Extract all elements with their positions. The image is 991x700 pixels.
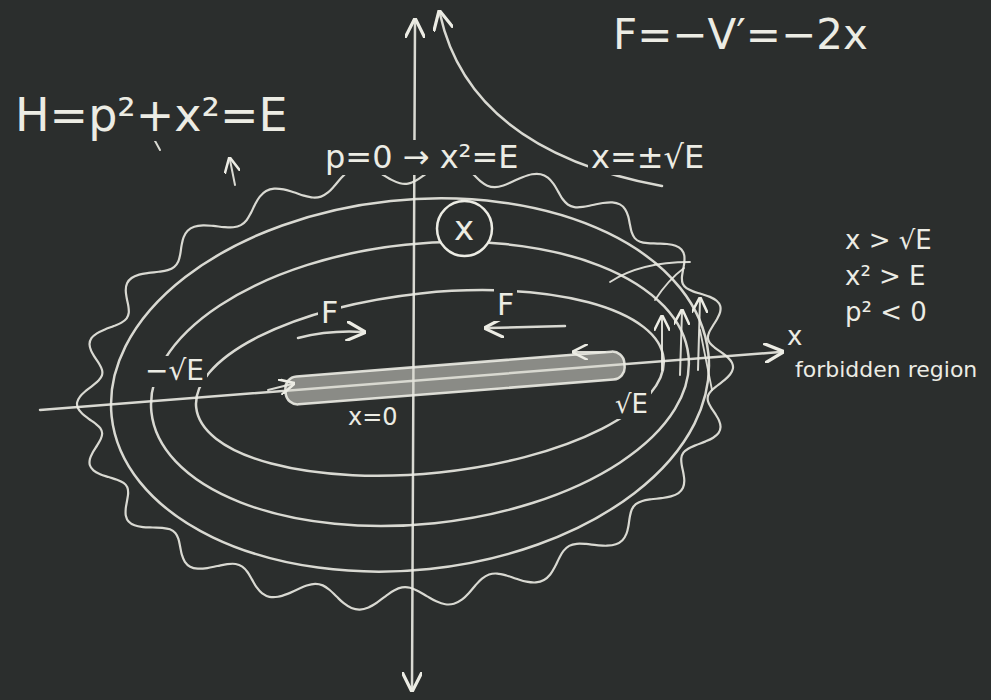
velocity-arrow bbox=[680, 312, 682, 375]
chalk-label: F bbox=[318, 296, 341, 329]
chalk-label: x bbox=[784, 322, 805, 351]
circled-symbol: x bbox=[435, 199, 494, 258]
chalk-label: x=±√E bbox=[588, 140, 707, 175]
chalk-label: forbidden region bbox=[792, 358, 980, 382]
chalk-label: F bbox=[494, 288, 517, 321]
orbit bbox=[137, 216, 703, 551]
chalk-label: x > √E bbox=[842, 226, 935, 255]
chalk-label: −√E bbox=[142, 356, 207, 387]
orbit bbox=[187, 269, 673, 497]
chalk-label: x² > E bbox=[842, 262, 929, 291]
scribble bbox=[610, 262, 712, 390]
velocity-arrow bbox=[661, 318, 663, 370]
force-arrow bbox=[575, 351, 605, 353]
chalk-label: F=−V′=−2x bbox=[610, 12, 871, 58]
chalk-label: H=p²+x²=E bbox=[12, 90, 291, 141]
allowed-band bbox=[284, 351, 625, 406]
chalk-label: x=0 bbox=[345, 404, 401, 430]
force-arrow bbox=[488, 326, 565, 328]
circle-border bbox=[437, 201, 492, 256]
chalk-label: p=0 → x²=E bbox=[322, 140, 521, 175]
velocity-arrow bbox=[698, 300, 700, 370]
force-arrow bbox=[268, 384, 292, 390]
force-arrow bbox=[298, 332, 362, 338]
node-text: x bbox=[454, 211, 474, 245]
chalk-label: p² < 0 bbox=[842, 298, 930, 327]
wavy-orbit bbox=[55, 130, 754, 641]
chalk-label: √E bbox=[612, 390, 651, 419]
